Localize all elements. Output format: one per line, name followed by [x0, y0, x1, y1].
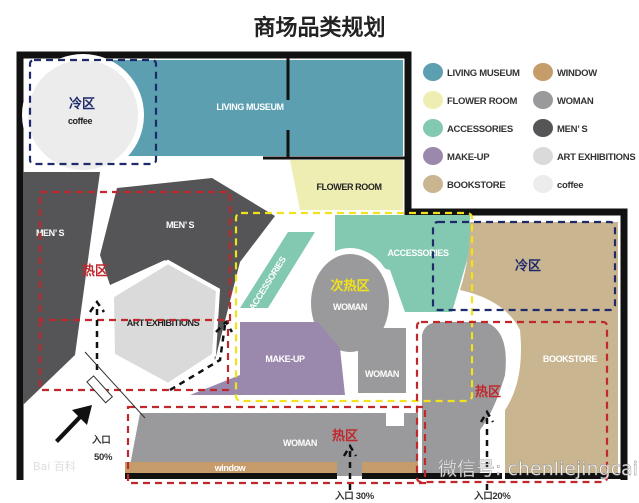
legend-swatch [533, 147, 553, 165]
area-make-up [190, 322, 345, 395]
zone-sub-hot-outline [234, 211, 474, 403]
entrance-right-label: 入口20% [473, 491, 511, 502]
zone-hot-left: 热区 [82, 263, 108, 279]
area-window-right [362, 462, 418, 473]
legend-label: LIVING MUSEUM [447, 68, 520, 79]
legend-swatch [423, 63, 443, 81]
flow-arrow-bottom [342, 443, 358, 490]
zone-hot-left-lower [38, 320, 230, 392]
area-woman-small [358, 328, 406, 393]
area-accessories-left [240, 232, 315, 308]
area-window-left [125, 462, 337, 473]
entrance-bottom-label: 入口 30% [334, 491, 375, 502]
label-flower-room: FLOWER ROOM [316, 182, 381, 192]
zone-hot-right: 热区 [475, 384, 501, 400]
area-art-exhibitions [109, 259, 221, 388]
area-coffee [22, 54, 144, 176]
legend-label: MAKE-UP [447, 152, 490, 163]
label-coffee: coffee [68, 116, 93, 126]
legend-label: FLOWER ROOM [447, 96, 517, 107]
legend-swatch [533, 175, 553, 193]
label-bookstore: BOOKSTORE [543, 354, 598, 364]
flow-arrow-right [479, 409, 495, 490]
flow-arrow-art [169, 319, 234, 392]
label-mens-left: MEN’ S [36, 228, 65, 238]
zone-hot-bottom: 热区 [332, 428, 358, 444]
legend-label: ART EXHIBITIONS [557, 152, 635, 163]
area-mens-center [100, 178, 275, 360]
legend-swatch [423, 91, 443, 109]
legend-swatch [423, 175, 443, 193]
legend-label: ACCESSORIES [447, 124, 513, 135]
legend-label: WOMAN [557, 96, 594, 107]
legend-label: WINDOW [557, 68, 597, 79]
flow-arrow-left [88, 299, 106, 370]
legend-label: MEN’ S [557, 124, 587, 135]
label-mens-center: MEN’ S [166, 220, 195, 230]
legend-swatch [423, 119, 443, 137]
wechat-watermark: 微信号: chenliejingcai [438, 458, 638, 480]
zone-hot-right-outline [415, 320, 609, 484]
label-window: window [214, 463, 247, 473]
label-woman-small: WOMAN [365, 369, 399, 379]
legend-swatch [533, 91, 553, 109]
area-living-museum [100, 60, 403, 156]
label-accessories-right: ACCESSORIES [387, 248, 449, 258]
zone-cold-bookstore-outline [431, 220, 617, 312]
entrance-left-share: 50% [94, 452, 113, 463]
legend-label: BOOKSTORE [447, 180, 505, 191]
legend-swatch [423, 147, 443, 165]
label-living-museum: LIVING MUSEUM [216, 102, 283, 112]
area-accessories-right [335, 215, 470, 312]
legend: LIVING MUSEUM WINDOW FLOWER ROOM WOMAN ACCES… [423, 63, 636, 193]
entrance-left-label: 入口 [91, 435, 110, 446]
label-woman-center: WOMAN [333, 302, 367, 312]
zone-cold-coffee: 冷区 [69, 96, 95, 112]
area-mens-left [23, 172, 100, 405]
walls [16, 51, 628, 480]
area-woman-bottom [128, 413, 418, 476]
entrance-arrow-icon [55, 405, 92, 443]
page-title: 商场品类规划 [253, 16, 386, 41]
area-woman-right [422, 322, 506, 476]
zone-cold-bookstore: 冷区 [515, 258, 541, 274]
zone-cold-coffee-outline [28, 58, 158, 166]
legend-swatch [533, 63, 553, 81]
zone-sub-hot: 次热区 [330, 278, 369, 294]
zone-hot-bottom-outline [126, 405, 427, 485]
label-make-up: MAKE-UP [265, 354, 305, 364]
legend-label: coffee [557, 180, 583, 191]
baidu-watermark: Bai 百科 [33, 459, 76, 473]
entrance-door [84, 351, 146, 419]
label-art-exhibitions: ART EXHIBITIONS [127, 318, 200, 328]
legend-swatch [533, 119, 553, 137]
zone-hot-left-outline [38, 190, 232, 322]
area-bookstore [460, 222, 618, 476]
label-woman-bottom: WOMAN [283, 438, 317, 448]
area-flower-room [290, 160, 403, 210]
